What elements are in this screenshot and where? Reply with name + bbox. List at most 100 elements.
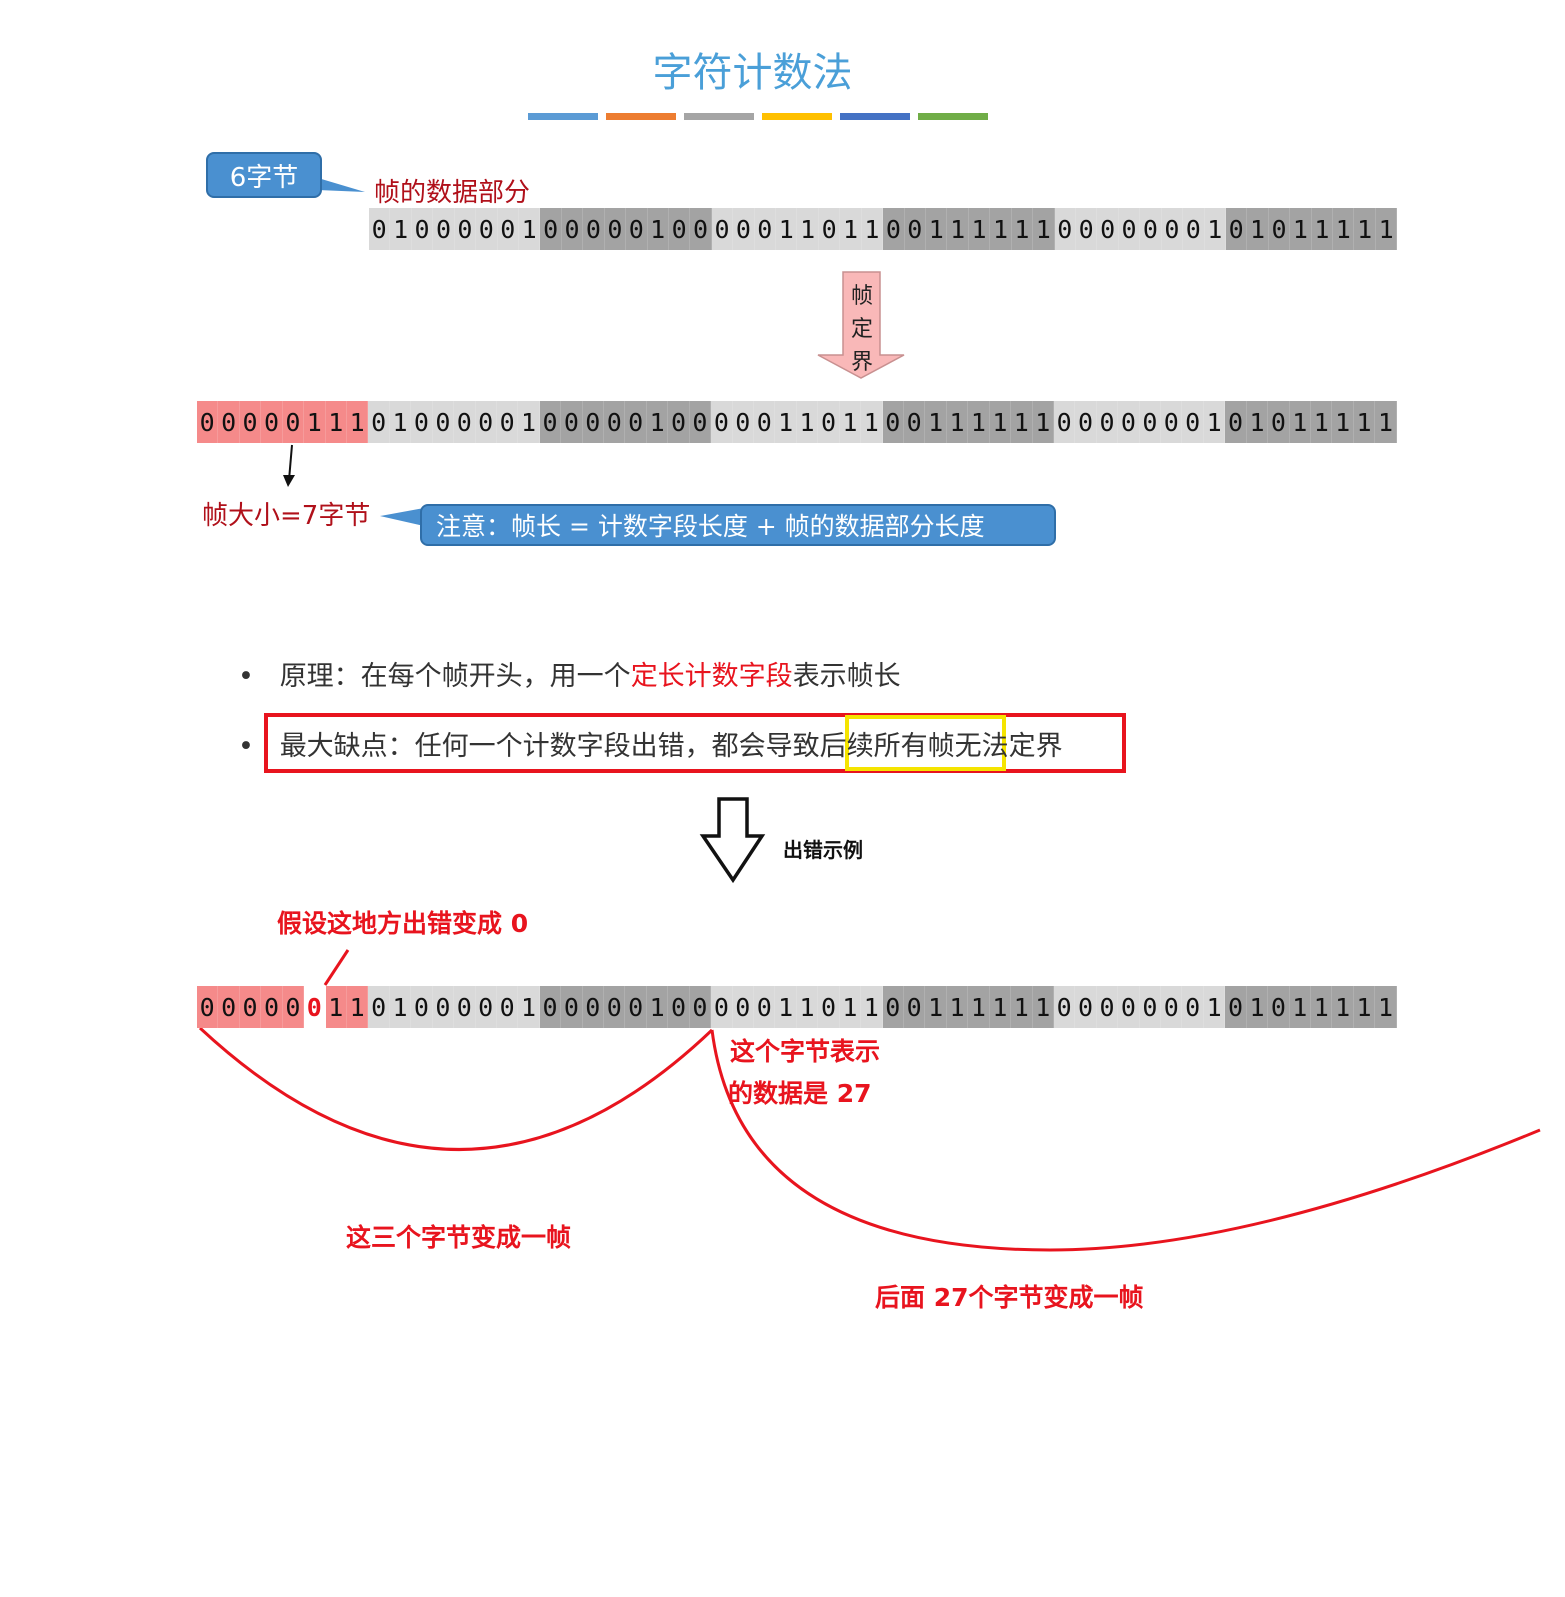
six-bytes-callout: 6字节 xyxy=(206,152,322,198)
pointer-line xyxy=(288,444,293,481)
bit: 0 xyxy=(604,401,626,443)
bit: 1 xyxy=(347,401,369,443)
bit: 1 xyxy=(326,986,347,1028)
bit: 0 xyxy=(690,986,712,1028)
bit: 1 xyxy=(519,208,541,250)
bit: 0 xyxy=(819,208,841,250)
bit: 0 xyxy=(476,401,497,443)
frame-size-label: 帧大小=7字节 xyxy=(202,501,371,531)
bit: 1 xyxy=(969,208,991,250)
bit: 1 xyxy=(861,401,883,443)
bit: 0 xyxy=(883,986,904,1028)
bit: 0 xyxy=(540,208,562,250)
title-bar-segment xyxy=(528,113,598,120)
bit: 0 xyxy=(711,986,733,1028)
bit: 1 xyxy=(968,986,990,1028)
highlight-text: 定长计数字段 xyxy=(630,661,793,692)
bit: 0 xyxy=(283,986,305,1028)
bit: 0 xyxy=(712,208,734,250)
three-bytes-note: 这三个字节变成一帧 xyxy=(346,1223,572,1252)
bit: 1 xyxy=(1290,401,1312,443)
bit: 0 xyxy=(1226,208,1248,250)
bit: 0 xyxy=(498,208,519,250)
bit: 0 xyxy=(1162,208,1184,250)
bit: 1 xyxy=(1247,401,1269,443)
title-bar-segment xyxy=(840,113,910,120)
framing-down-arrow-icon xyxy=(817,271,905,379)
bit: 1 xyxy=(775,401,797,443)
bit: 1 xyxy=(1375,401,1397,443)
bit: 0 xyxy=(883,401,904,443)
bit: 0 xyxy=(1140,208,1162,250)
bit: 1 xyxy=(840,208,862,250)
title-bar-segment xyxy=(606,113,676,120)
bit: 1 xyxy=(1376,208,1398,250)
bit: 0 xyxy=(711,401,733,443)
bit: 1 xyxy=(1011,401,1033,443)
bit: 0 xyxy=(476,208,498,250)
bit: 0 xyxy=(754,986,776,1028)
bit: 1 xyxy=(1375,986,1397,1028)
bit: 1 xyxy=(861,986,883,1028)
bit: 0 xyxy=(1076,208,1098,250)
bit: 1 xyxy=(647,986,669,1028)
bit: 0 xyxy=(411,401,433,443)
bit: 1 xyxy=(326,401,347,443)
byte-meaning-note-2: 的数据是 27 xyxy=(728,1079,872,1108)
title-bar-segment xyxy=(684,113,754,120)
framing-char: 界 xyxy=(850,350,873,375)
bit: 1 xyxy=(1332,986,1354,1028)
bit: 1 xyxy=(797,986,819,1028)
error-bit: 0 xyxy=(304,986,326,1028)
title-bar-segment xyxy=(762,113,832,120)
bit: 0 xyxy=(261,401,283,443)
bit: 0 xyxy=(604,986,626,1028)
title-bar-segment xyxy=(918,113,988,120)
formula-note: 注意：帧长 = 计数字段长度 + 帧的数据部分长度 xyxy=(420,504,1056,546)
bit: 0 xyxy=(1119,208,1141,250)
bit: 0 xyxy=(1225,986,1247,1028)
bit: 0 xyxy=(368,986,390,1028)
bit: 0 xyxy=(904,401,926,443)
bit: 0 xyxy=(1097,208,1119,250)
bit: 0 xyxy=(1225,401,1247,443)
bit: 1 xyxy=(926,208,948,250)
bit: 0 xyxy=(1183,208,1205,250)
bit: 1 xyxy=(1247,208,1269,250)
bit: 1 xyxy=(862,208,884,250)
bit: 0 xyxy=(454,401,476,443)
bit: 1 xyxy=(968,401,990,443)
bit: 1 xyxy=(347,986,369,1028)
bit: 1 xyxy=(1354,986,1376,1028)
bit: 1 xyxy=(390,401,412,443)
bit: 0 xyxy=(433,401,455,443)
text: 最大缺点：任何一个计数字段出错，都会导致后续所有帧无法定界 xyxy=(279,731,1063,762)
bit: 1 xyxy=(840,401,862,443)
bit: 0 xyxy=(625,986,647,1028)
bit: 0 xyxy=(261,986,283,1028)
bit: 1 xyxy=(647,401,669,443)
bit: 0 xyxy=(561,986,583,1028)
byte-meaning-note-1: 这个字节表示 xyxy=(730,1037,881,1066)
data-part-label: 帧的数据部分 xyxy=(374,178,531,208)
bit: 1 xyxy=(1247,986,1269,1028)
bit: 0 xyxy=(668,401,690,443)
bit: 0 xyxy=(1118,986,1140,1028)
bit: 0 xyxy=(455,208,477,250)
bit: 0 xyxy=(1268,986,1290,1028)
bit: 0 xyxy=(540,986,562,1028)
